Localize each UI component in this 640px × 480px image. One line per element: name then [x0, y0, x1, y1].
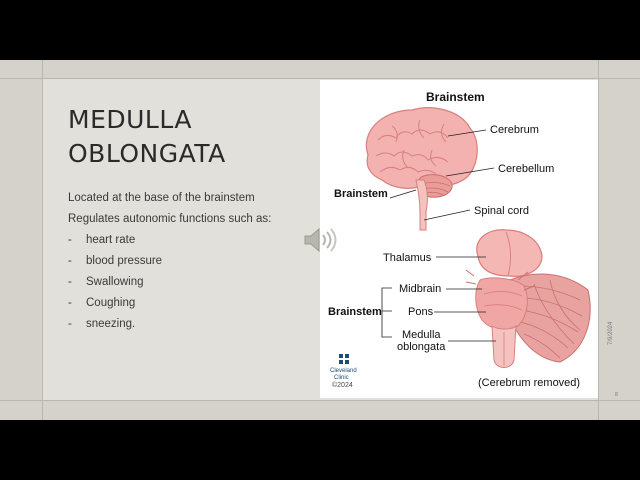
- bullet-dash: -: [68, 276, 72, 288]
- label-pons: Pons: [408, 306, 434, 318]
- list-item: - Coughing: [68, 293, 308, 314]
- label-thalamus: Thalamus: [383, 252, 432, 264]
- bullet-text: Coughing: [86, 297, 136, 309]
- speaker-icon-glyph: [304, 227, 337, 253]
- label-brainstem-bottom: Brainstem: [328, 306, 382, 318]
- title-line-1: MEDULLA: [68, 105, 192, 134]
- frame-line-bottom: [0, 400, 640, 401]
- label-cerebrum: Cerebrum: [490, 124, 539, 136]
- cleveland-clinic-logo: Cleveland Clinic ©2024: [330, 354, 357, 389]
- brainstem-illustration: Brainstem Cerebrum Cerebellum Brainstem …: [328, 90, 591, 389]
- frame-line-right: [598, 60, 599, 420]
- copyright-text: ©2024: [332, 381, 353, 389]
- bullet-text: blood pressure: [86, 255, 163, 267]
- bullet-text: heart rate: [86, 234, 136, 246]
- letterbox-bottom: [0, 420, 640, 480]
- label-midbrain: Midbrain: [399, 283, 441, 295]
- letterbox-top: [0, 0, 640, 60]
- speaker-icon[interactable]: [303, 226, 337, 254]
- slide-body: Located at the base of the brainstem Reg…: [68, 188, 308, 335]
- brainstem-detail-illustration: [465, 229, 591, 368]
- frame-line-left: [42, 60, 43, 420]
- figure-title: Brainstem: [426, 90, 485, 104]
- list-item: - Swallowing: [68, 272, 308, 293]
- list-item: - sneezing.: [68, 314, 308, 335]
- list-item: - blood pressure: [68, 251, 308, 272]
- leader-cerebrum: [447, 129, 487, 137]
- logo-line-2: Clinic: [334, 375, 349, 381]
- label-spinal-cord: Spinal cord: [474, 205, 529, 217]
- label-brainstem-top: Brainstem: [334, 188, 388, 200]
- cerebrum-illustration: [365, 107, 478, 231]
- bullet-dash: -: [68, 234, 72, 246]
- leader-cerebellum: [445, 167, 495, 177]
- bullet-dash: -: [68, 255, 72, 267]
- slide-page-number: 8: [615, 392, 618, 398]
- slide-date: 7/9/2024: [608, 321, 614, 345]
- list-item: - heart rate: [68, 230, 308, 251]
- bullet-text: sneezing.: [86, 318, 136, 330]
- bullet-dash: -: [68, 318, 72, 330]
- leader-brainstem-top: [389, 189, 417, 199]
- bullet-text: Swallowing: [86, 276, 144, 288]
- figure-caption: (Cerebrum removed): [478, 377, 580, 389]
- brainstem-figure: Brainstem Cerebrum Cerebellum Brainstem …: [320, 80, 598, 398]
- body-line-2: Regulates autonomic functions such as:: [68, 213, 272, 225]
- bullet-list: -heart rate -blood pressure -Swallowing …: [68, 230, 308, 335]
- frame-line-top: [0, 78, 640, 79]
- slide-title: MEDULLA OBLONGATA: [68, 103, 308, 171]
- logo-line-1: Cleveland: [330, 368, 357, 374]
- brainstem-bracket: [381, 287, 392, 338]
- bullet-dash: -: [68, 297, 72, 309]
- title-line-2: OBLONGATA: [68, 139, 226, 168]
- label-medulla-line2: oblongata: [397, 341, 446, 353]
- label-medulla-line1: Medulla: [402, 329, 441, 341]
- body-line-1: Located at the base of the brainstem: [68, 192, 255, 204]
- label-cerebellum: Cerebellum: [498, 163, 554, 175]
- leader-spinal-cord: [423, 209, 471, 221]
